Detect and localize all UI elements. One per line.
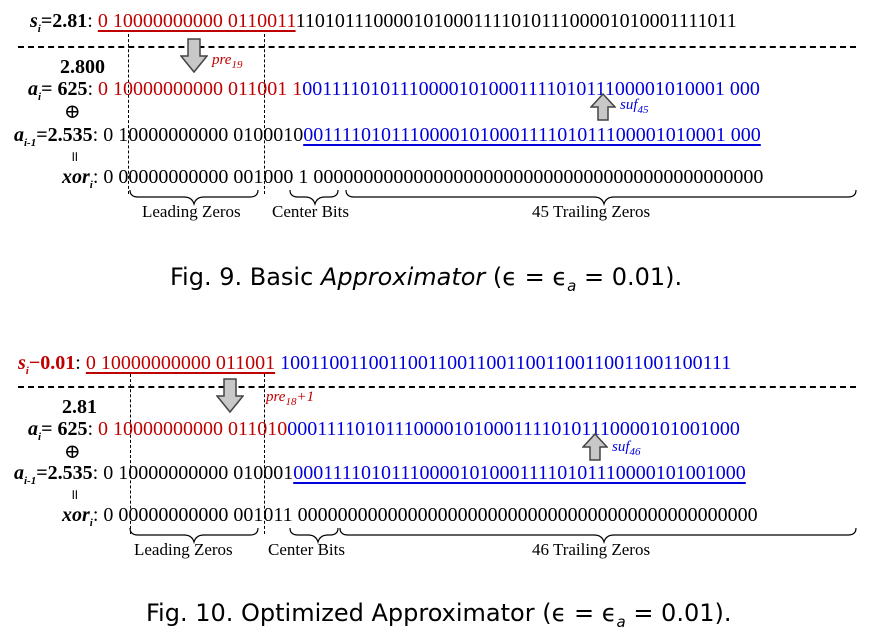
fig9-prev-label: ai-1 [14,124,37,149]
fig10-prev-bits-black: 0 10000000000 010001 [103,462,294,484]
fig9-brace-trailing [345,189,857,207]
fig9-suf-label: suf45 [620,97,649,116]
fig10-a-bits-red: 0 10000000000 011010 [98,418,288,440]
fig9-down-arrow-icon [180,38,208,74]
fig10-s-value: −0.01 [28,352,76,374]
fig9-prev-row: ai-1=2.535: 0 10000000000 01000100011110… [14,124,761,149]
fig10-xor-row: xori: 0 00000000000 001011 0000000000000… [62,504,758,529]
fig10-brace-label-trailing: 46 Trailing Zeros [532,540,651,559]
fig9-braces [129,189,857,207]
fig9-brace-label-center: Center Bits [272,202,349,221]
fig9-equals-symbol: ॥ [70,150,79,165]
fig10-prev-row: ai-1=2.535: 0 10000000000 01000100011110… [14,462,746,487]
fig9-brace-leading [129,189,259,207]
fig10-a-top: 2.81 [62,396,97,418]
fig9-s-bits-rest: 1101011100001010001111010111000010100011… [295,10,737,32]
fig10-s-bits-blue: 1001100110011001100110011001100110011001… [280,352,732,374]
fig10-prev-bits-blue: 0001111010111000010100011110101110000101… [293,462,746,484]
fig9-up-arrow-icon [590,93,616,121]
fig10-up-arrow-icon [582,433,608,461]
fig10-xor-bits: 0 00000000000 001011 0000000000000000000… [103,504,758,526]
fig9-s-value: =2.81 [40,10,88,32]
fig9-s-row: si=2.81: 0 10000000000 01100111101011100… [30,10,737,35]
fig10-xor-symbol: ⊕ [64,441,81,463]
fig10-pre-label: pre18+1 [266,389,315,408]
fig9-a-top: 2.800 [60,56,105,78]
fig10-a-row: ai= 625: 0 10000000000 01101000011110101… [28,418,740,443]
fig10-braces [129,527,857,545]
fig9-prev-bits-black: 0 10000000000 0100010 [103,124,304,146]
fig10-separator [18,386,856,388]
fig9-a-bits-red: 0 10000000000 011001 1 [98,78,303,100]
fig10-xor-label: xori [62,504,93,529]
fig9-s-label: si [30,10,41,35]
fig10-suf-label: suf46 [612,439,641,458]
fig10-a-value: = 625 [41,418,88,440]
fig9-brace-center [289,189,339,207]
fig10-s-label: si [18,352,29,377]
fig9-brace-label-trailing: 45 Trailing Zeros [532,202,651,221]
fig10-brace-leading [129,527,259,545]
fig10-brace-label-leading: Leading Zeros [134,540,233,559]
fig10-brace-center [289,527,339,545]
fig9-pre-label: pre19 [212,52,243,71]
fig9-vline-right [264,34,265,194]
fig10-down-arrow-icon [216,378,244,414]
fig9-prev-value: =2.535 [36,124,93,146]
fig9-brace-label-leading: Leading Zeros [142,202,241,221]
fig10-s-row: si−0.01: 0 10000000000 011001 1001100110… [18,352,732,377]
fig10-prev-label: ai-1 [14,462,37,487]
fig9-xor-symbol: ⊕ [64,101,81,123]
fig10-equals-symbol: ॥ [70,488,79,503]
fig10-vline-left [130,374,131,534]
fig10-a-label: ai [28,418,42,443]
fig9-a-label: ai [28,78,42,103]
fig9-xor-row: xori: 0 00000000000 001000 1 00000000000… [62,166,764,191]
fig9-a-bits-blue: 0011110101110000101000111101011100001010… [302,78,760,100]
fig10-brace-label-center: Center Bits [268,540,345,559]
fig9-xor-bits: 0 00000000000 001000 1 00000000000000000… [103,166,764,188]
fig9-xor-label: xori [62,166,93,191]
fig10-brace-trailing [339,527,857,545]
fig10-a-bits-blue: 0001111010111000010100011110101110000101… [287,418,740,440]
fig9-vline-left [128,34,129,194]
fig10-vline-right [264,374,265,534]
fig9-prev-bits-blue: 0011110101110000101000111101011100001010… [303,124,761,146]
fig9-s-bits-red: 0 10000000000 0110011 [97,10,296,32]
fig9-separator [18,46,856,48]
fig9-a-value: = 625 [41,78,88,100]
fig10-prev-value: =2.535 [36,462,93,484]
fig10-s-bits-red: 0 10000000000 011001 [85,352,276,374]
fig10-caption: Fig. 10. Optimized Approximator (ϵ = ϵa … [146,599,732,631]
fig9-caption: Fig. 9. Basic Approximator (ϵ = ϵa = 0.0… [170,263,683,295]
fig9-a-row: ai= 625: 0 10000000000 011001 1001111010… [28,78,760,103]
